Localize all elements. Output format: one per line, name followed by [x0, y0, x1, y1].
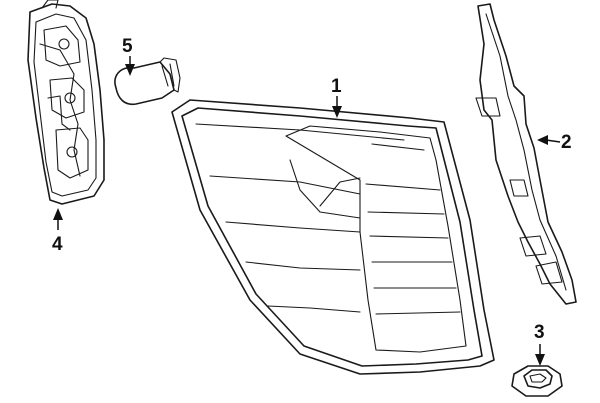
- leader-5: [125, 56, 135, 76]
- leader-4: [53, 208, 63, 230]
- part-5-bulb: [114, 57, 181, 106]
- part-4-bulb-carrier: [27, 0, 105, 205]
- leader-3: [535, 344, 545, 366]
- callout-5: 5: [122, 36, 133, 57]
- part-1-tail-lamp: [171, 99, 495, 375]
- callout-3: 3: [534, 322, 545, 343]
- part-2-bracket: [475, 3, 577, 305]
- leader-2: [537, 135, 561, 145]
- callout-2: 2: [561, 132, 572, 153]
- leader-1: [332, 96, 342, 118]
- part-3-nut: [511, 365, 563, 397]
- callout-4: 4: [52, 234, 63, 255]
- callout-1: 1: [331, 76, 342, 97]
